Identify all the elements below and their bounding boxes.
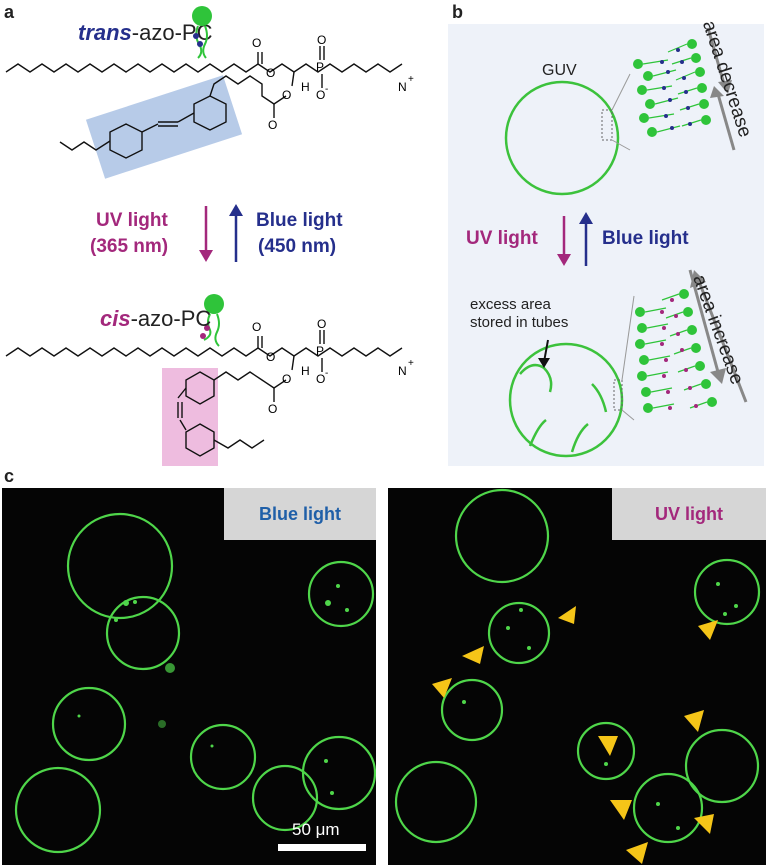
scale-bar (278, 844, 366, 851)
lipid-bilayer-upper (633, 39, 711, 137)
atom-n-1: N (398, 80, 407, 94)
atom-o-12: O (316, 372, 326, 386)
excess-area-line1: excess area (470, 296, 551, 313)
panel-a-structures (5, 6, 403, 466)
uv-light-image-label: UV light (612, 488, 766, 540)
atom-o-9: O (282, 372, 292, 386)
vesicles-blue (14, 512, 376, 854)
trans-prefix: trans (78, 20, 132, 45)
blue-light-image-label: Blue light (224, 488, 376, 540)
uv-wavelength: (365 nm) (90, 236, 169, 257)
cis-azo-pc-title: cis-azo-PC (100, 306, 211, 332)
panel-b: b (446, 0, 768, 470)
micrograph-blue: Blue light 50 μm (2, 488, 376, 865)
scale-bar-label: 50 μm (292, 820, 340, 839)
cis-lipid-icon (200, 294, 224, 347)
atom-p-2: P (316, 344, 325, 358)
cis-alkyl-chain (5, 347, 259, 357)
lipid-bilayer-lower (635, 289, 717, 413)
trans-lipid-icon (192, 6, 212, 59)
blue-light-label-a: Blue light (256, 210, 343, 231)
charge-plus-2: + (408, 358, 414, 369)
vesicles-uv (394, 488, 761, 864)
atom-h-1: H (301, 80, 310, 94)
panel-letter-c: c (4, 466, 15, 486)
atom-o-8: O (266, 350, 276, 364)
uv-light-label-b: UV light (466, 228, 538, 249)
atom-o-4: O (268, 118, 278, 132)
atom-o-11: O (317, 317, 327, 331)
atom-o-7: O (252, 320, 262, 334)
atom-o-1: O (252, 36, 262, 50)
guv-upper (504, 80, 620, 196)
atom-n-2: N (398, 364, 407, 378)
blue-wavelength: (450 nm) (258, 236, 337, 257)
atom-o-2: O (266, 66, 276, 80)
atom-p-1: P (316, 60, 325, 74)
trans-alkyl-chain (5, 63, 259, 73)
blue-light-label-b: Blue light (602, 228, 689, 249)
guv-label: GUV (542, 62, 577, 79)
charge-plus-1: + (408, 74, 414, 85)
atom-o-10: O (268, 402, 278, 416)
charge-minus-2: - (325, 368, 329, 379)
atom-o-3: O (282, 88, 292, 102)
uv-light-label-a: UV light (96, 210, 168, 231)
cis-suffix: -azo-PC (130, 306, 212, 331)
panel-b-diagram (504, 27, 748, 458)
guv-lower (508, 342, 624, 458)
panel-letter-a: a (4, 2, 15, 22)
panel-a: a trans -azo-PC (0, 0, 446, 470)
tube-arrowheads (432, 606, 718, 864)
trans-azo-highlight (85, 75, 243, 179)
atom-h-2: H (301, 364, 310, 378)
charge-minus-1: - (325, 84, 329, 95)
atom-o-6: O (316, 88, 326, 102)
cis-prefix: cis (100, 306, 131, 331)
atom-o-5: O (317, 33, 327, 47)
panel-letter-b: b (452, 2, 463, 22)
excess-area-line2: stored in tubes (470, 314, 569, 331)
micrograph-uv: UV light (388, 488, 766, 865)
